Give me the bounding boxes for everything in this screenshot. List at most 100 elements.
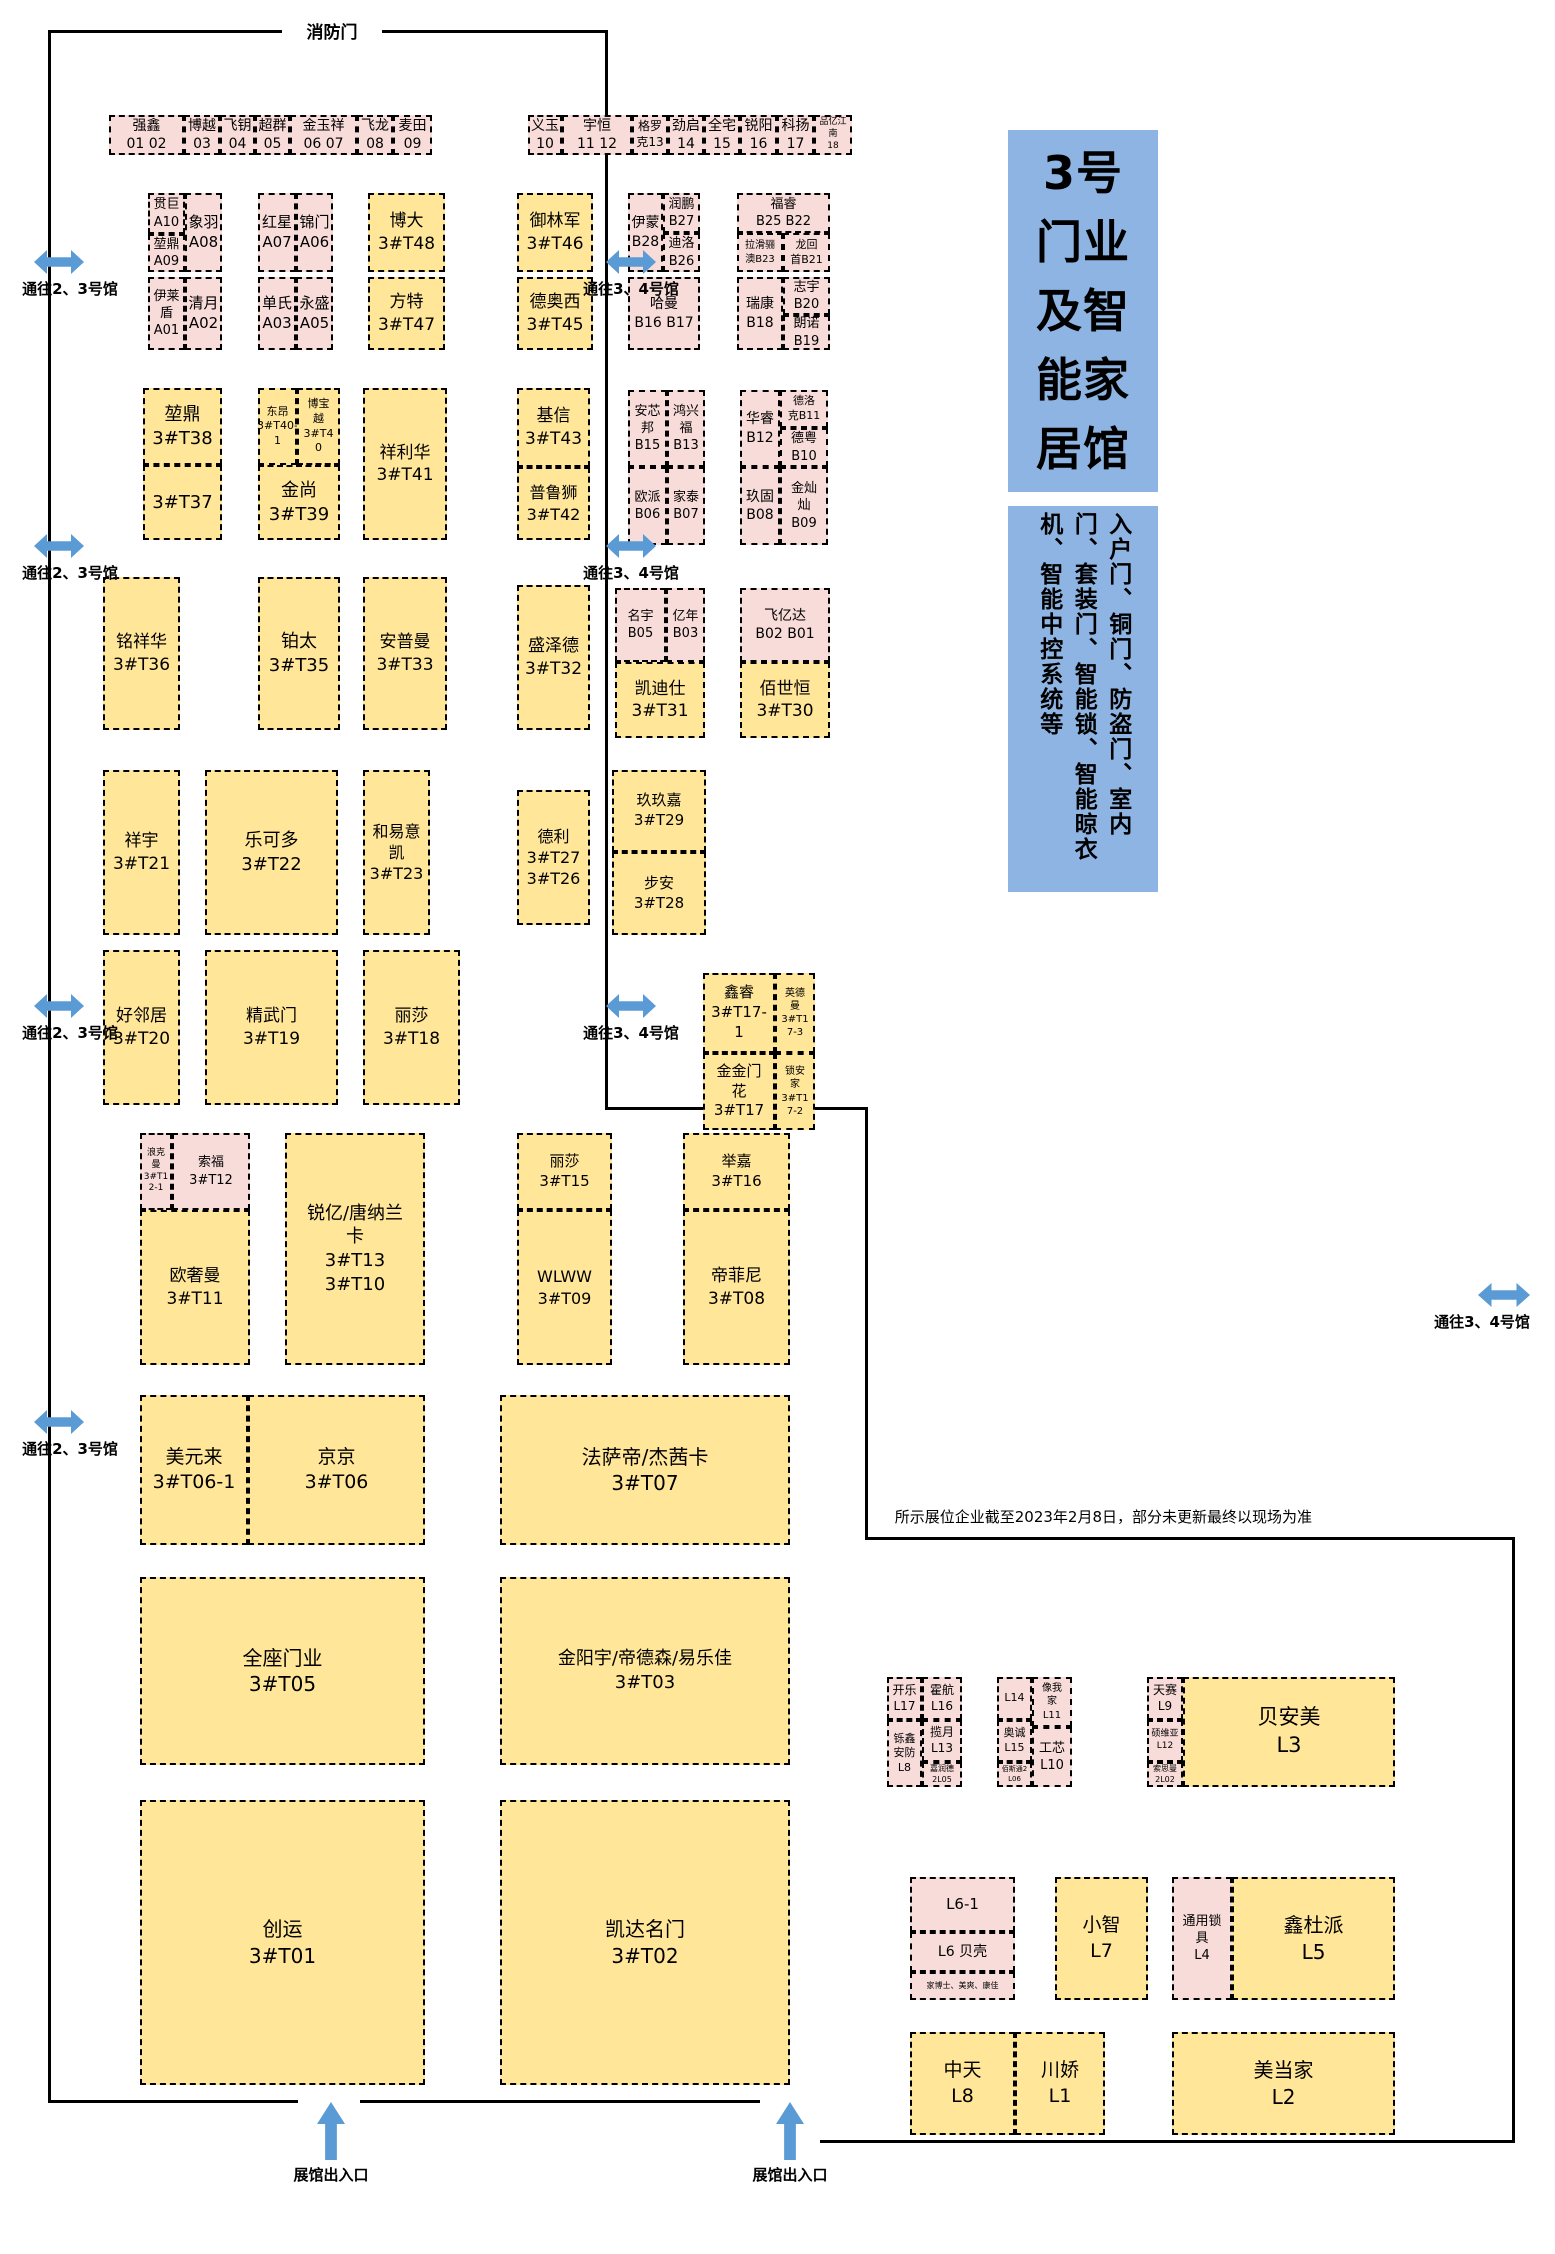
wall-segment-3 <box>605 30 608 1110</box>
booth-yuheng-1112: 宇恒 11 12 <box>562 115 632 155</box>
booth-yiyu-10: 义玉 10 <box>528 115 562 155</box>
booth-shuoxinanfang-l8: 铄鑫 安防 L8 <box>887 1720 922 1787</box>
passage-label: 通往2、3号馆 <box>22 1440 118 1458</box>
passage-arrow-icon <box>34 534 84 558</box>
booth-jinshang-t39: 金尚 3#T39 <box>258 465 340 540</box>
booth-deli-t27t26: 德利 3#T27 3#T26 <box>517 790 590 925</box>
booth-feiyida-b02b01: 飞亿达 B02 B01 <box>740 588 830 662</box>
booth-deluoke-b11: 德洛 克B11 <box>780 390 828 428</box>
booth-lanyue-l13: 揽月 L13 <box>922 1720 962 1762</box>
booth-jingjing-t06: 京京 3#T06 <box>248 1395 425 1545</box>
booth-runpeng-b27: 润鹏 B27 <box>663 193 700 233</box>
booth-kaidishi-t31: 凯迪仕 3#T31 <box>615 662 705 738</box>
booth-jinyangyu-t03: 金阳宇/帝德森/易乐佳 3#T03 <box>500 1577 790 1765</box>
booth-xiaozhi-l7: 小智 L7 <box>1055 1877 1148 2000</box>
wall-segment-1 <box>372 30 608 33</box>
booth-l14: L14 <box>997 1677 1032 1720</box>
booth-yongsheng-a05: 永盛 A05 <box>296 277 333 350</box>
booth-jiatai-b07: 家泰 B07 <box>667 467 705 545</box>
booth-l6-1: L6-1 <box>910 1877 1015 1932</box>
booth-aocheng-l15: 奥诚 L15 <box>997 1720 1032 1762</box>
booth-boyue-03: 博越 03 <box>184 115 220 155</box>
wall-segment-10 <box>820 2140 1515 2143</box>
booth-kunding-a09: 堃鼎 A09 <box>148 234 185 272</box>
booth-baishiheng-t30: 佰世恒 3#T30 <box>740 662 830 738</box>
booth-mingyu-b05: 名宇 B05 <box>615 588 666 662</box>
booth-xinrui-t17-1: 鑫睿 3#T17- 1 <box>703 973 775 1053</box>
booth-jinyuxiang-0607: 金玉祥 06 07 <box>290 115 357 155</box>
booth-kaile-l17: 开乐 L17 <box>887 1677 922 1720</box>
passage-label: 通往3、4号馆 <box>583 1024 679 1042</box>
booth-pinyijiangnan-18: 品亿江南 18 <box>814 115 852 155</box>
booth-ruiyi-tangnalanka-t13t10: 锐亿/唐纳兰 卡 3#T13 3#T10 <box>285 1133 425 1365</box>
booth-buan-t28: 步安 3#T28 <box>612 852 706 935</box>
wall-segment-2 <box>48 30 51 2103</box>
passage-label: 通往2、3号馆 <box>22 564 118 582</box>
booth-jiaboshi-meishuang-kangjia: 家博士、美爽、康佳 <box>910 1972 1015 2000</box>
booth-jiarunde-2l05: 嘉润德 2L05 <box>922 1762 962 1787</box>
entrance-label: 展馆出入口 <box>752 2166 828 2184</box>
booth-keyang-17: 科扬 17 <box>777 115 814 155</box>
wall-segment-0 <box>48 30 290 33</box>
hall-description-text: 入户门、铜门、防盗门、室内门、套装门、智能锁、智能晾衣机、智能中控系统等 <box>1035 512 1131 862</box>
update-note: 所示展位企业截至2023年2月8日，部分未更新最终以现场为准 <box>894 1508 1312 1526</box>
booth-ruiyang-16: 锐阳 16 <box>740 115 777 155</box>
wall-segment-6 <box>865 1537 1515 1540</box>
booth-gongxin-l10: 工芯 L10 <box>1032 1727 1072 1787</box>
booth-chuangyun-t01: 创运 3#T01 <box>140 1800 425 2085</box>
booth-bobaoyue-t40: 博宝 越 3#T4 0 <box>297 388 340 465</box>
booth-kunding-t38: 堃鼎 3#T38 <box>143 388 222 465</box>
booth-langkeman-t12-1: 浪克 曼 3#T1 2-1 <box>140 1133 172 1210</box>
booth-geluoke-13: 格罗 克13 <box>632 115 668 155</box>
booth-boda-t48: 博大 3#T48 <box>368 193 445 272</box>
booth-feilong-08: 飞龙 08 <box>357 115 393 155</box>
booth-dongang-t40-1: 东昂 3#T40- 1 <box>257 388 298 465</box>
passage-label: 通往3、4号馆 <box>583 280 679 298</box>
booth-shanshi-a03: 单氏 A03 <box>258 277 296 350</box>
booth-yinian-b03: 亿年 B03 <box>666 588 705 662</box>
passage-label: 通往3、4号馆 <box>1434 1313 1530 1331</box>
passage-arrow-icon <box>34 1410 84 1434</box>
booth-beianmei-l3: 贝安美 L3 <box>1183 1677 1395 1787</box>
booth-wlww-t09: WLWW 3#T09 <box>517 1210 612 1365</box>
booth-shengzede-t32: 盛泽德 3#T32 <box>517 585 590 730</box>
booth-shuoweiya-l12: 硕维亚 L12 <box>1147 1720 1183 1762</box>
booth-tiansai-l9: 天赛 L9 <box>1147 1677 1183 1720</box>
booth-oupai-b06: 欧派 B06 <box>628 467 667 545</box>
booth-langnuo-b19: 朗诺 B19 <box>783 315 830 350</box>
booth-yilaidun-a01: 伊莱 盾 A01 <box>148 277 185 350</box>
booth-guanju-a10: 贯巨 A10 <box>148 193 185 234</box>
booth-t37: 3#T37 <box>143 465 222 540</box>
booth-huarui-b12: 华睿 B12 <box>740 390 780 467</box>
booth-hongxing-a07: 红星 A07 <box>258 193 296 272</box>
booth-hongxingfu-b13: 鸿兴 福 B13 <box>667 390 705 467</box>
booth-yingdeman-t17-3: 英德 曼 3#T1 7-3 <box>775 973 815 1053</box>
booth-xiangyu-t21: 祥宇 3#T21 <box>103 770 180 935</box>
booth-jujia-t16: 举嘉 3#T16 <box>683 1133 790 1210</box>
booth-lisha-t18: 丽莎 3#T18 <box>363 950 460 1105</box>
booth-jincancan-b09: 金灿 灿 B09 <box>780 467 828 545</box>
passage-label: 通往2、3号馆 <box>22 280 118 298</box>
booth-difeini-t08: 帝菲尼 3#T08 <box>683 1210 790 1365</box>
booth-lahuali-b23: 拉滑骊 澳B23 <box>737 233 783 272</box>
booth-suoanjia-t17-2: 锁安 家 3#T1 7-2 <box>775 1053 815 1130</box>
booth-mingxianghua-t36: 铭祥华 3#T36 <box>103 577 180 730</box>
booth-anxinbang-b15: 安芯 邦 B15 <box>628 390 667 467</box>
passage-arrow-icon <box>34 994 84 1018</box>
booth-suosiman-2l02: 索思曼 2L02 <box>1147 1762 1183 1787</box>
booth-deyue-b10: 德粤 B10 <box>780 428 828 467</box>
booth-baisitong2-l06: 佰斯通2 L06 <box>997 1762 1032 1787</box>
booth-pulushi-t42: 普鲁狮 3#T42 <box>517 467 590 540</box>
booth-l6-beike: L6 贝壳 <box>910 1932 1015 1972</box>
booth-xianglihua-t41: 祥利华 3#T41 <box>363 388 447 540</box>
wall-segment-9 <box>360 2100 760 2103</box>
booth-longhuishou-b21: 龙回 首B21 <box>783 233 830 272</box>
booth-heyiyikai-t23: 和易意 凯 3#T23 <box>363 770 430 935</box>
booth-jiugu-b08: 玖固 B08 <box>740 467 780 545</box>
booth-jixin-t43: 基信 3#T43 <box>517 388 590 467</box>
booth-kaidamingmen-t02: 凯达名门 3#T02 <box>500 1800 790 2085</box>
booth-tongyongsuoju-l4: 通用锁 具 L4 <box>1172 1877 1232 2000</box>
booth-jinmen-a06: 锦门 A06 <box>296 193 333 272</box>
booth-meiyuanlai-t06-1: 美元来 3#T06-1 <box>140 1395 248 1545</box>
booth-ousheman-t11: 欧奢曼 3#T11 <box>140 1210 250 1365</box>
